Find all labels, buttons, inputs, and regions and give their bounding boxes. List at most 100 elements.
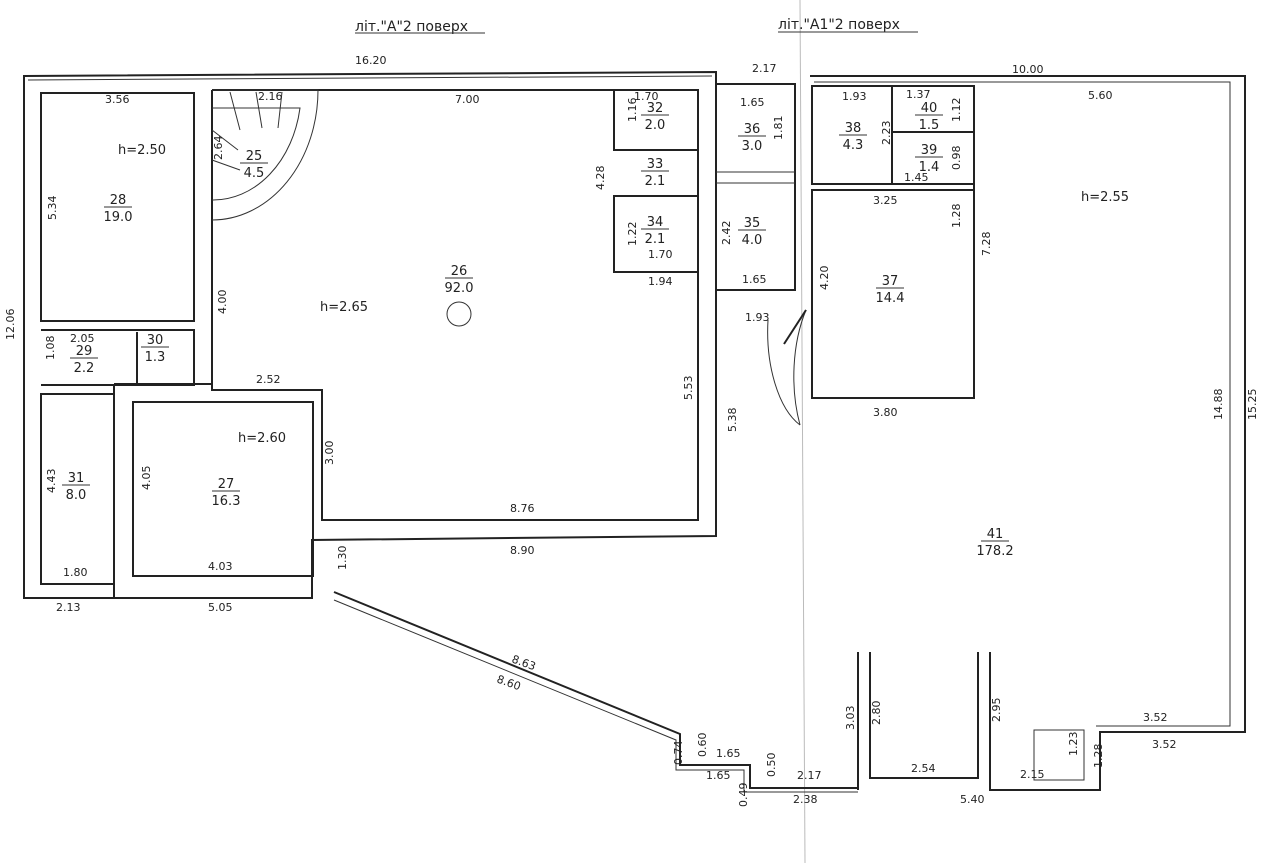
- dimension-label: 3.25: [873, 194, 898, 207]
- dimension-label: 2.17: [797, 769, 822, 782]
- dimension-label: 0.74: [672, 741, 685, 766]
- room-30: 301.3: [141, 333, 169, 365]
- dimension-label: 5.40: [960, 793, 985, 806]
- dimension-label: 8.90: [510, 544, 535, 557]
- room-33: 332.1: [641, 157, 669, 189]
- height-room-28: h=2.50: [118, 143, 166, 158]
- dimension-label: 2.38: [793, 793, 818, 806]
- dimension-label: 3.52: [1152, 738, 1177, 751]
- dimension-label: 1.37: [906, 88, 931, 101]
- dimension-label: 3.52: [1143, 711, 1168, 724]
- dimension-label: 1.12: [950, 98, 963, 123]
- room-number: 31: [68, 471, 85, 486]
- room-area: 4.0: [742, 233, 763, 248]
- room-number: 34: [647, 215, 664, 230]
- dimension-label: 1.65: [740, 96, 765, 109]
- room-number: 28: [110, 193, 127, 208]
- room-area: 3.0: [742, 139, 763, 154]
- room-number: 26: [451, 264, 468, 279]
- dimension-label: 0.60: [696, 733, 709, 758]
- room-number: 27: [218, 477, 235, 492]
- dimension-label: 4.43: [45, 469, 58, 494]
- dimension-label: 5.60: [1088, 89, 1113, 102]
- room-number: 29: [76, 344, 93, 359]
- room-area: 1.3: [145, 350, 166, 365]
- dimension-label: 1.70: [634, 90, 659, 103]
- dimension-label: 2.95: [990, 698, 1003, 723]
- room-number: 41: [987, 527, 1004, 542]
- room-38: 384.3: [839, 121, 867, 153]
- dimension-label: 1.22: [626, 222, 639, 247]
- height-room-27: h=2.60: [238, 431, 286, 446]
- dimension-label: 1.93: [842, 90, 867, 103]
- dimension-label: 0.49: [737, 783, 750, 808]
- dimension-label: 1.94: [648, 275, 673, 288]
- room-36: 363.0: [738, 122, 766, 154]
- dimension-label: 2.16: [258, 90, 283, 103]
- dimension-label: 4.00: [216, 290, 229, 315]
- room-number: 33: [647, 157, 664, 172]
- dimension-label: 1.08: [44, 336, 57, 361]
- dimension-label: 5.34: [46, 196, 59, 221]
- dimension-label: 2.15: [1020, 768, 1045, 781]
- room-area: 2.2: [74, 361, 95, 376]
- room-number: 32: [647, 101, 664, 116]
- building-a1-walls: [767, 75, 1246, 791]
- dimension-label: 1.70: [648, 248, 673, 261]
- dimension-label: 1.65: [742, 273, 767, 286]
- dimension-label: 2.42: [720, 221, 733, 246]
- dimension-label: 1.80: [63, 566, 88, 579]
- dimension-label: 2.17: [752, 62, 777, 75]
- room-area: 1.4: [919, 160, 940, 175]
- room-area: 178.2: [976, 544, 1013, 559]
- dimension-label: 5.05: [208, 601, 233, 614]
- dimension-label: 1.45: [904, 171, 929, 184]
- room-number: 40: [921, 101, 938, 116]
- room-41: 41 178.2: [976, 527, 1013, 559]
- dimension-label: 3.00: [323, 441, 336, 466]
- dimension-label: 10.00: [1012, 63, 1044, 76]
- dimension-label: 3.80: [873, 406, 898, 419]
- room-area: 1.5: [919, 118, 940, 133]
- room-40: 401.5: [915, 101, 943, 133]
- room-35: 354.0: [738, 216, 766, 248]
- dimension-label: 2.54: [911, 762, 936, 775]
- room-31: 318.0: [62, 471, 90, 503]
- dimension-label: 7.28: [980, 232, 993, 257]
- dimension-label: 4.03: [208, 560, 233, 573]
- room-number: 39: [921, 143, 938, 158]
- room-area: 16.3: [212, 494, 241, 509]
- room-area: 2.0: [645, 118, 666, 133]
- dimension-label: 2.23: [880, 121, 893, 146]
- room-area: 2.1: [645, 232, 666, 247]
- room-34: 342.1: [641, 215, 669, 247]
- dimension-label: 1.93: [745, 311, 770, 324]
- room-number: 35: [744, 216, 761, 231]
- room-area: 2.1: [645, 174, 666, 189]
- dimension-label: 0.50: [765, 753, 778, 778]
- dimension-label: 14.88: [1212, 389, 1225, 421]
- room-area: 4.3: [843, 138, 864, 153]
- dimension-label: 1.81: [772, 116, 785, 141]
- dimension-label: 1.16: [626, 98, 639, 123]
- dimension-label: 3.03: [844, 706, 857, 731]
- title-lit-a1: літ."А1"2 поверх: [778, 17, 900, 33]
- room-number: 38: [845, 121, 862, 136]
- room-32: 322.0: [641, 101, 669, 133]
- dimension-label: 2.13: [56, 601, 81, 614]
- dimension-label: 5.53: [682, 376, 695, 401]
- title-lit-a: літ."А"2 поверх: [355, 19, 468, 35]
- dimension-label: 8.76: [510, 502, 535, 515]
- dimension-label: 7.00: [455, 93, 480, 106]
- dimension-label: 1.65: [716, 747, 741, 760]
- room-39: 391.4: [915, 143, 943, 175]
- dimension-label: 2.80: [870, 701, 883, 726]
- dimension-label: 2.64: [212, 136, 225, 161]
- dimension-label: 16.20: [355, 54, 387, 67]
- dimension-label: 4.05: [140, 466, 153, 491]
- dimension-label: 1.65: [706, 769, 731, 782]
- room-number: 37: [882, 274, 899, 289]
